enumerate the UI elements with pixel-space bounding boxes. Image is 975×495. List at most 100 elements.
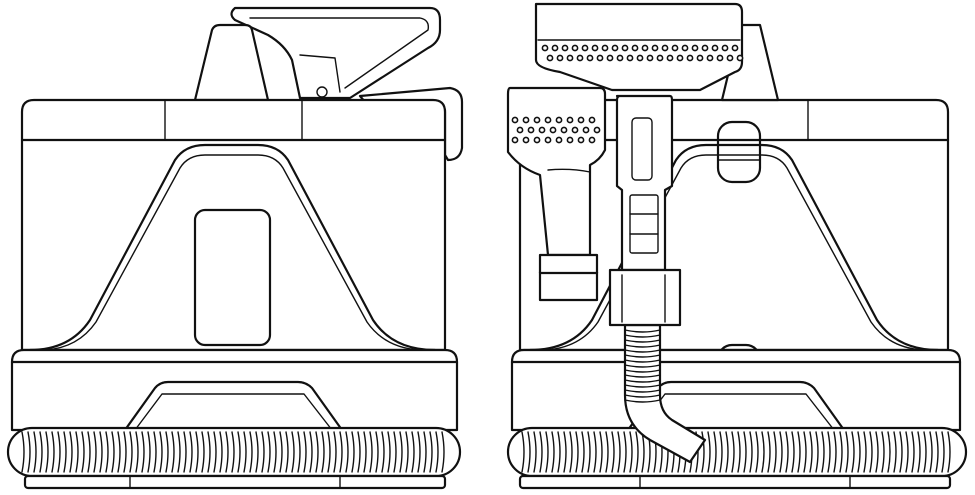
hose-rib: [624, 394, 661, 398]
hose-rib: [297, 431, 301, 473]
nozzle-hole: [541, 44, 549, 52]
hose-rib: [701, 431, 705, 473]
back-view: [506, 2, 968, 490]
nozzle-hole: [546, 54, 554, 62]
hose-rib: [93, 431, 97, 473]
hose-rib: [309, 431, 313, 473]
nozzle-hole: [566, 54, 574, 62]
base-back: [510, 348, 962, 432]
nozzle-hole: [621, 44, 629, 52]
nozzle-hole: [601, 44, 609, 52]
hose-rib: [545, 431, 549, 473]
nozzle-hole: [736, 54, 744, 62]
hose-rib: [929, 431, 933, 473]
hose-rib: [267, 431, 271, 473]
hose-rib: [435, 431, 439, 473]
hose-rib: [51, 431, 55, 473]
nozzle-hole: [566, 136, 574, 144]
hose-rib: [624, 344, 661, 348]
hose-rib: [719, 431, 723, 473]
hose-rib: [635, 431, 639, 473]
hose-rib: [135, 431, 139, 473]
nozzle-hole: [636, 54, 644, 62]
hose-rib: [69, 431, 73, 473]
hose-rib: [935, 431, 939, 473]
hose-rib: [713, 431, 717, 473]
hose-rib: [39, 431, 43, 473]
nozzle-hole: [555, 116, 563, 124]
nozzle-hole: [588, 136, 596, 144]
hose-rib: [755, 431, 759, 473]
upholstery-tool-icon: [534, 2, 744, 92]
hose-rib: [225, 431, 229, 473]
nozzle-hole: [522, 136, 530, 144]
hose-rib: [441, 431, 445, 473]
hose-rib: [923, 431, 927, 473]
hose-rib: [285, 431, 289, 473]
hose-rib: [339, 431, 343, 473]
hose-rib: [207, 431, 211, 473]
hose-rib: [869, 431, 873, 473]
hose-rib: [575, 431, 579, 473]
hose-rib: [839, 431, 843, 473]
hose-rib: [387, 431, 391, 473]
nozzle-hole: [596, 54, 604, 62]
nozzle-hole: [626, 54, 634, 62]
hose-rib: [803, 431, 807, 473]
nozzle-hole: [522, 116, 530, 124]
nozzle-hole: [582, 126, 590, 134]
nozzle-hole: [726, 54, 734, 62]
hose-rib: [917, 431, 921, 473]
hose-rib: [623, 431, 627, 473]
nozzle-hole: [711, 44, 719, 52]
nozzle-hole: [544, 136, 552, 144]
nozzle-hole: [560, 126, 568, 134]
hose-rib: [399, 431, 403, 473]
nozzle-hole: [611, 44, 619, 52]
hose-rib: [429, 431, 433, 473]
hose-rib: [791, 431, 795, 473]
hose-rib: [629, 431, 633, 473]
hose-rib: [737, 431, 741, 473]
nozzle-hole: [561, 44, 569, 52]
hose-rib: [141, 431, 145, 473]
nozzle-hole: [591, 44, 599, 52]
hose-rib: [261, 431, 265, 473]
crevice-tool-icon: [506, 86, 607, 302]
hose-coil-front: [6, 426, 462, 478]
nozzle-hole: [696, 54, 704, 62]
hose-rib: [911, 431, 915, 473]
hose-rib: [611, 431, 615, 473]
nozzle-hole: [691, 44, 699, 52]
nozzle-hole: [577, 136, 585, 144]
hose-rib: [249, 431, 253, 473]
hose-rib: [321, 431, 325, 473]
hose-rib: [707, 431, 711, 473]
hose-rib: [351, 431, 355, 473]
hose-rib: [624, 349, 661, 353]
nozzle-hole: [571, 126, 579, 134]
hose-rib: [809, 431, 813, 473]
hose-rib: [201, 431, 205, 473]
nozzle-hole: [511, 116, 519, 124]
hose-rib: [581, 431, 585, 473]
hose-rib: [863, 431, 867, 473]
hose-rib: [75, 431, 79, 473]
hose-rib: [381, 431, 385, 473]
nozzle-hole: [586, 54, 594, 62]
hose-rib: [405, 431, 409, 473]
hose-rib: [315, 431, 319, 473]
front-view: [6, 6, 464, 490]
wand-back: [608, 94, 682, 327]
hose-rib: [279, 431, 283, 473]
hose-rib: [417, 431, 421, 473]
hose-rib: [165, 431, 169, 473]
hose-rib: [189, 431, 193, 473]
hose-rib: [213, 431, 217, 473]
hose-rib: [624, 379, 661, 383]
nozzle-hole: [631, 44, 639, 52]
nozzle-hole: [676, 54, 684, 62]
hose-rib: [617, 431, 621, 473]
